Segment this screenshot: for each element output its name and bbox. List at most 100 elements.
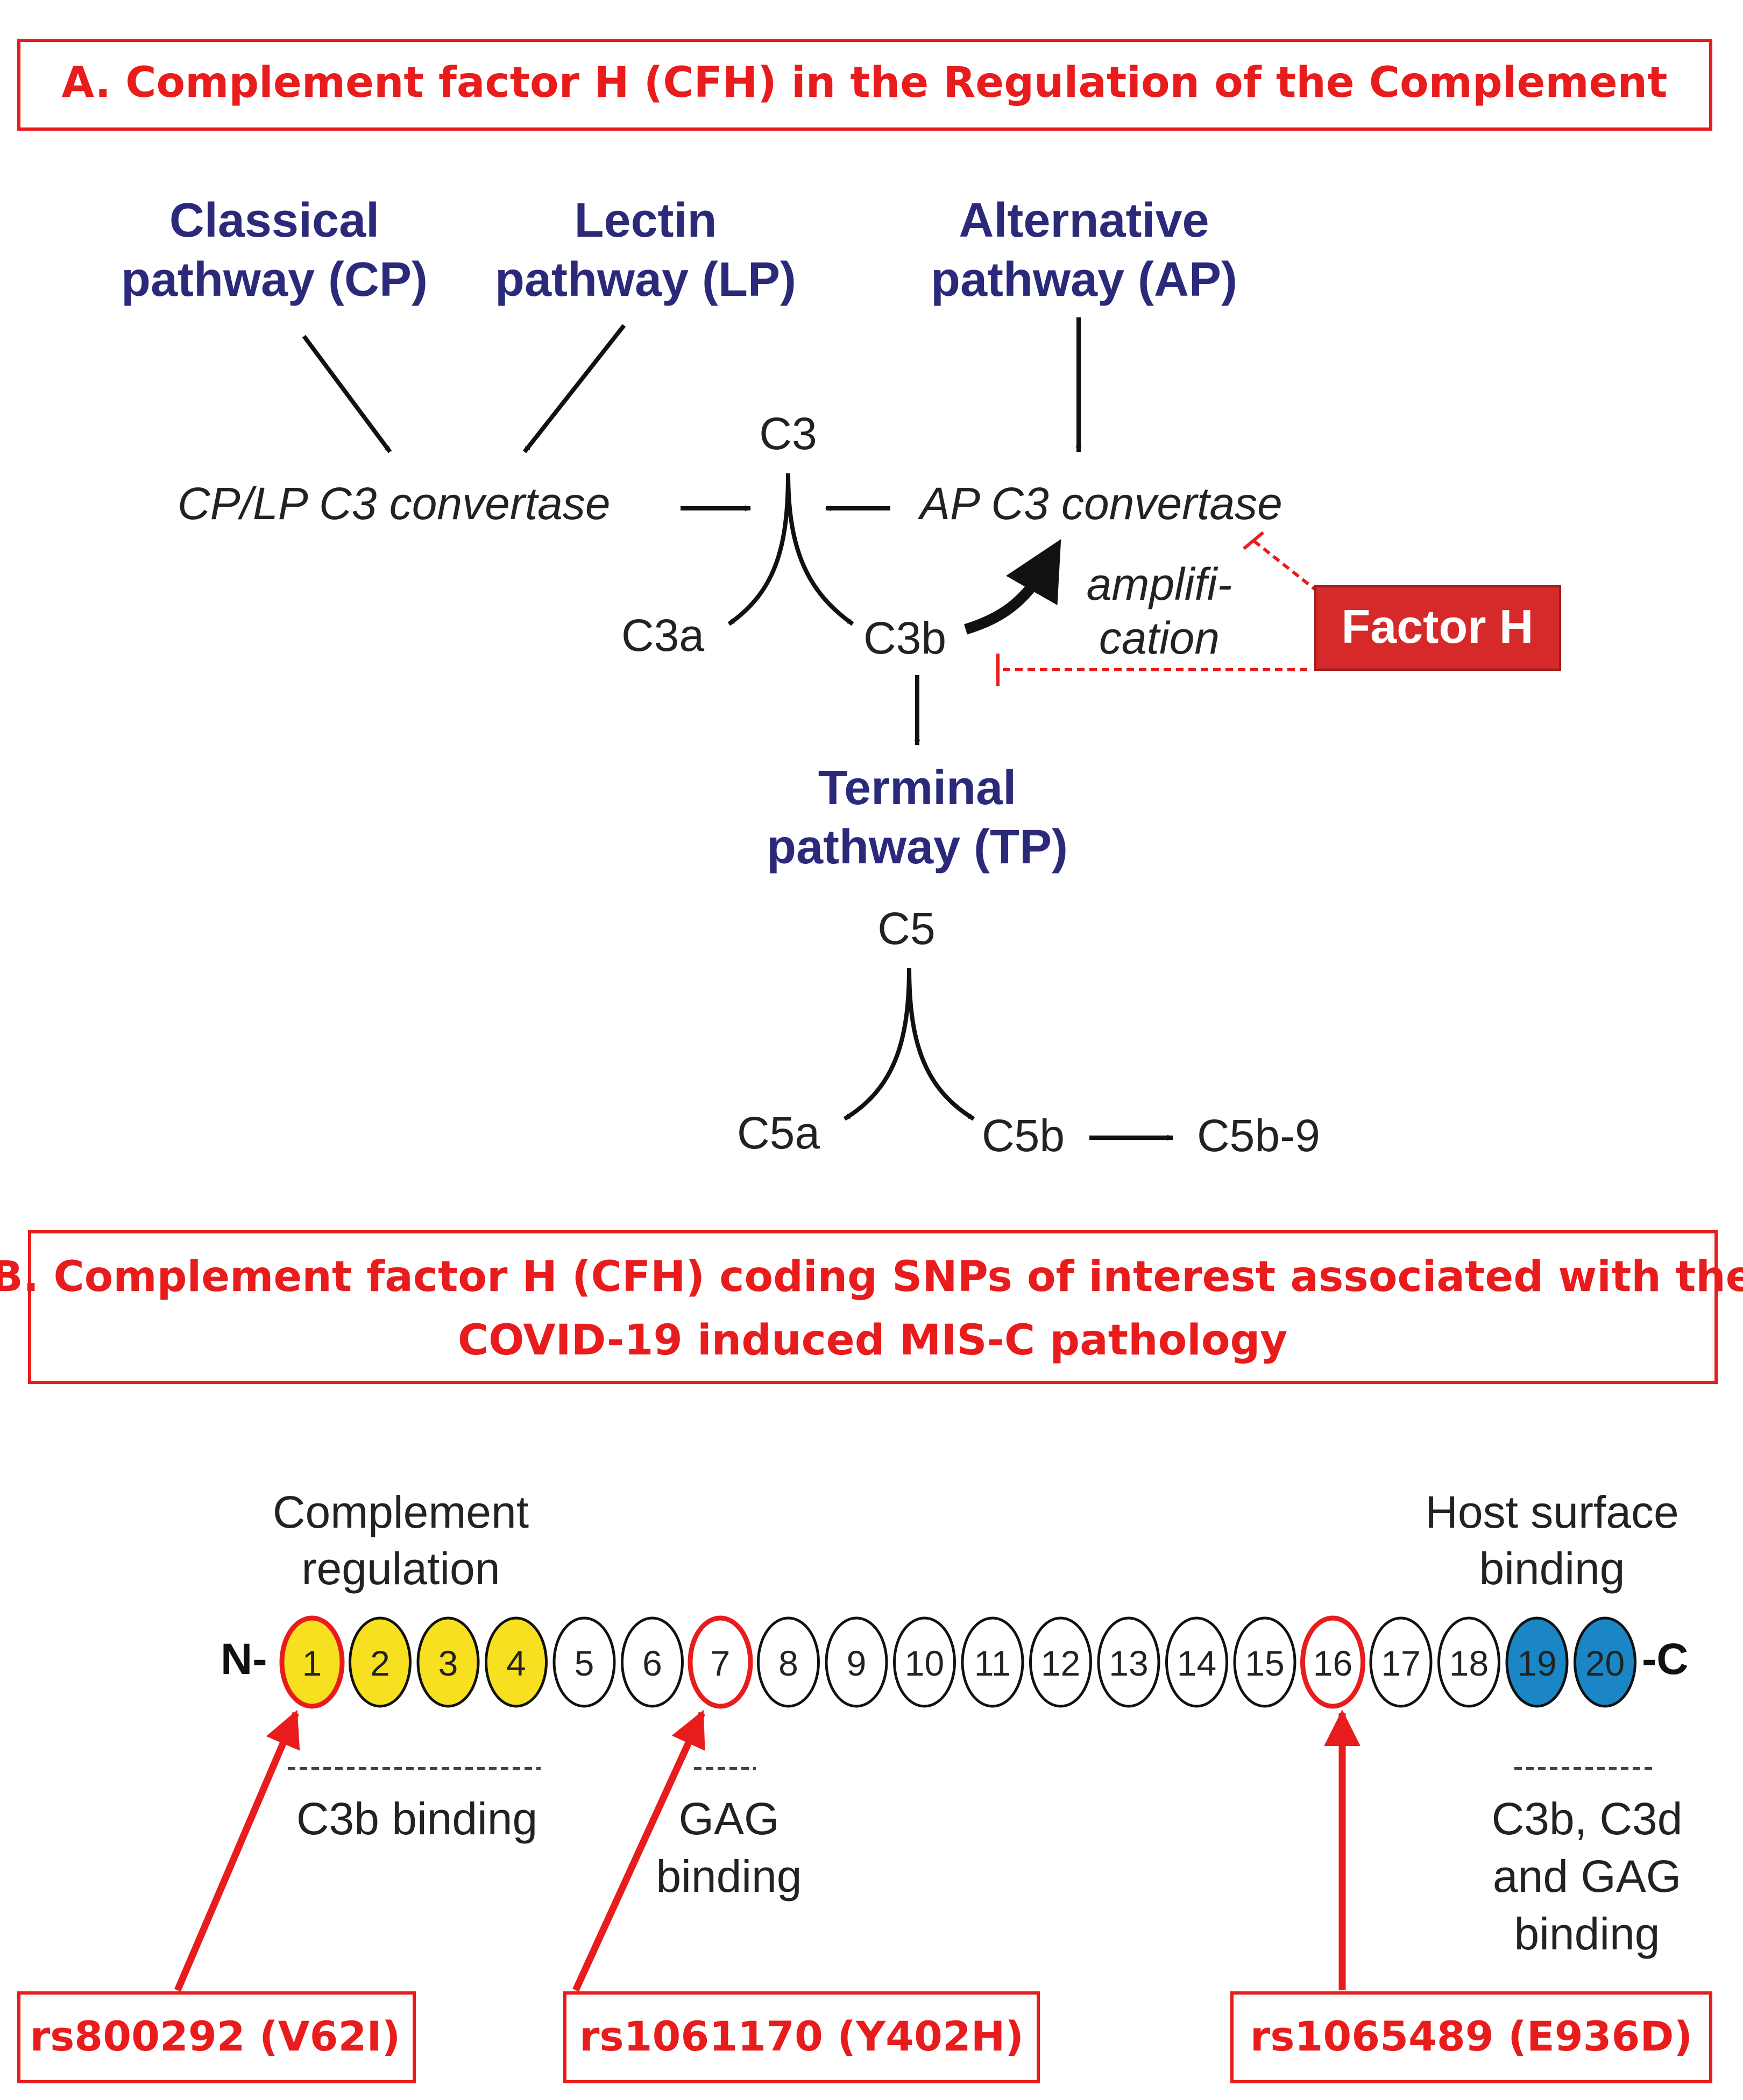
domain-number: 2 [370, 1643, 390, 1683]
c5-label: C5 [877, 903, 935, 954]
snp-box-2: rs1061170 (Y402H) [563, 1991, 1040, 2083]
c3-split-right [786, 473, 854, 626]
panel-b-title-box [28, 1230, 1718, 1384]
snp-label: rs1065489 (E936D) [1250, 2012, 1692, 2060]
domain-4: 4 [485, 1616, 548, 1708]
domain-number: 12 [1041, 1643, 1080, 1683]
factor-h-box [1314, 585, 1561, 671]
n-terminus-label: N- [221, 1635, 267, 1684]
domain-number: 11 [974, 1643, 1011, 1683]
domain-oval [757, 1616, 820, 1708]
panel-a-title: A. Complement factor H (CFH) in the Regu… [62, 59, 1668, 107]
domain-number: 20 [1585, 1643, 1625, 1683]
domain-14: 14 [1165, 1616, 1228, 1708]
snp-box-1: rs800292 (V62I) [17, 1991, 416, 2083]
c3b-label: C3b [863, 613, 946, 663]
domain-8: 8 [757, 1616, 820, 1708]
lp-arrow [522, 324, 626, 453]
domain-number: 5 [575, 1643, 594, 1683]
domain-oval [1029, 1616, 1092, 1708]
domain-6: 6 [621, 1616, 684, 1708]
snp-box-frame [17, 1991, 416, 2083]
snp-label: rs800292 (V62I) [30, 2012, 401, 2060]
c3-split-left [727, 473, 790, 626]
domain-oval [1097, 1616, 1160, 1708]
domain-number: 8 [778, 1643, 798, 1683]
domain-number: 18 [1449, 1643, 1489, 1683]
domain-oval [621, 1616, 684, 1708]
domain-11: 11 [961, 1616, 1024, 1708]
snp-arrow-1 [174, 1709, 300, 1992]
domain-oval [279, 1615, 345, 1709]
domain-15: 15 [1233, 1616, 1296, 1708]
domain-oval [1369, 1616, 1433, 1708]
c5b9-label: C5b-9 [1197, 1110, 1320, 1161]
domain-16: 16 [1300, 1615, 1365, 1709]
c3b-binding-label: C3b binding [296, 1793, 537, 1844]
panel-a-title-box [17, 39, 1712, 131]
domain-oval [349, 1616, 412, 1708]
domain-oval [552, 1616, 616, 1708]
snp-box-group: rs800292 (V62I) rs1061170 (Y402H) rs106548… [17, 1991, 1712, 2083]
domain-number: 4 [506, 1643, 526, 1683]
domain-5: 5 [552, 1616, 616, 1708]
domain-9: 9 [825, 1616, 888, 1708]
domain-oval [825, 1616, 888, 1708]
domain-oval [893, 1616, 956, 1708]
domain-oval [1300, 1615, 1365, 1709]
cp-arrow [302, 335, 392, 453]
snp-label: rs1061170 (Y402H) [579, 2012, 1024, 2060]
domain-1: 1 [279, 1615, 345, 1709]
domain-number: 19 [1517, 1643, 1556, 1683]
domain-13: 13 [1097, 1616, 1160, 1708]
c5b-label: C5b [982, 1110, 1065, 1161]
ap-convertase-label: AP C3 convertase [917, 478, 1283, 529]
domain-oval [961, 1616, 1024, 1708]
domain-12: 12 [1029, 1616, 1092, 1708]
domain-number: 17 [1381, 1643, 1420, 1683]
domain-2: 2 [349, 1616, 412, 1708]
domain-oval [1505, 1616, 1569, 1708]
domain-number: 9 [847, 1643, 867, 1683]
domain-number: 3 [438, 1643, 458, 1683]
domain-oval [1165, 1616, 1228, 1708]
amplification-arrow [964, 539, 1061, 635]
snp-arrow-2 [572, 1709, 705, 1992]
c3a-label: C3a [621, 610, 704, 661]
domain-number: 16 [1313, 1643, 1352, 1683]
domain-number: 14 [1177, 1643, 1216, 1683]
c5-split-right [907, 968, 975, 1121]
c5a-label: C5a [737, 1108, 820, 1158]
factor-h-label: Factor H [1342, 600, 1534, 653]
panel-b: B. Complement factor H (CFH) coding SNPs… [0, 1230, 1743, 2083]
domain-oval [1437, 1616, 1500, 1708]
domain-17: 17 [1369, 1616, 1433, 1708]
domain-7: 7 [688, 1615, 753, 1709]
domain-20: 20 [1574, 1616, 1636, 1708]
domain-number: 10 [905, 1643, 944, 1683]
amplification-label: amplifi-cation [1087, 559, 1232, 663]
panel-a: A. Complement factor H (CFH) in the Regu… [17, 39, 1712, 1161]
cp-lp-convertase-label: CP/LP C3 convertase [178, 478, 611, 529]
domain-number: 13 [1109, 1643, 1148, 1683]
domain-number: 1 [302, 1643, 322, 1683]
domain-18: 18 [1437, 1616, 1500, 1708]
panel-b-title: B. Complement factor H (CFH) coding SNPs… [0, 1253, 1743, 1365]
c5-split-left [843, 968, 911, 1121]
domain-number: 15 [1245, 1643, 1284, 1683]
domain-19: 19 [1505, 1616, 1569, 1708]
domain-oval [485, 1616, 548, 1708]
domain-oval [416, 1616, 480, 1708]
domain-number: 7 [711, 1643, 731, 1683]
domain-number: 6 [642, 1643, 662, 1683]
